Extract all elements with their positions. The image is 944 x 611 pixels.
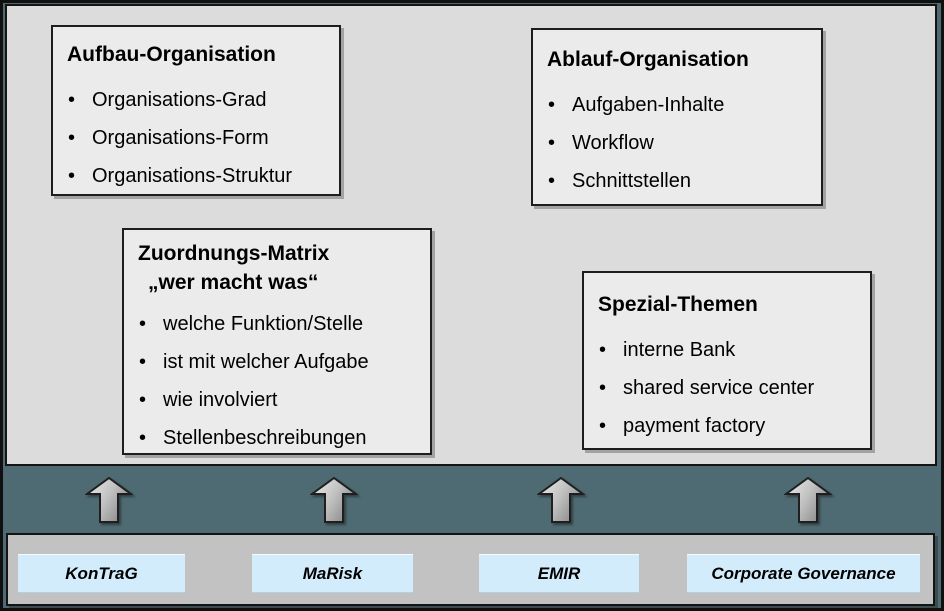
topic-item-list: • interne Bank • shared service center •… (596, 331, 858, 445)
up-arrow-icon (83, 476, 135, 523)
bullet-icon: • (68, 165, 76, 187)
list-item-label: ist mit welcher Aufgabe (163, 351, 369, 373)
topic-box-zuordnungs-matrix: Zuordnungs-Matrix „wer macht was“ • welc… (122, 228, 432, 455)
up-arrow-icon (782, 476, 834, 523)
list-item: • ist mit welcher Aufgabe (136, 343, 418, 381)
topic-title: Aufbau-Organisation (67, 43, 276, 66)
regulations-bar: KonTraG MaRisk EMIR Corporate Governance (6, 533, 935, 606)
list-item: • interne Bank (596, 331, 858, 369)
list-item-label: Workflow (572, 132, 654, 154)
list-item-label: Organisations-Grad (92, 89, 267, 111)
topic-item-list: • Aufgaben-Inhalte • Workflow • Schnitts… (545, 86, 809, 200)
bullet-icon: • (599, 339, 607, 361)
bullet-icon: • (599, 377, 607, 399)
bullet-icon: • (548, 170, 556, 192)
list-item: • Organisations-Grad (65, 81, 327, 119)
regulation-label-corporate-governance: Corporate Governance (687, 554, 920, 593)
list-item: • wie involviert (136, 381, 418, 419)
topic-subtitle: „wer macht was“ (148, 271, 319, 294)
list-item-label: wie involviert (163, 389, 278, 411)
list-item-label: Aufgaben-Inhalte (572, 94, 725, 116)
bullet-icon: • (68, 89, 76, 111)
list-item-label: shared service center (623, 377, 815, 399)
bullet-icon: • (139, 389, 147, 411)
list-item-label: welche Funktion/Stelle (163, 313, 364, 335)
list-item-label: interne Bank (623, 339, 736, 361)
up-arrow-icon (535, 476, 587, 523)
regulation-label-kontrag: KonTraG (18, 554, 185, 593)
bullet-icon: • (139, 427, 147, 449)
list-item: • shared service center (596, 369, 858, 407)
bullet-icon: • (548, 94, 556, 116)
list-item-label: Organisations-Form (92, 127, 269, 149)
list-item: • Schnittstellen (545, 162, 809, 200)
bullet-icon: • (68, 127, 76, 149)
topic-box-ablauf-organisation: Ablauf-Organisation • Aufgaben-Inhalte •… (531, 28, 823, 206)
topic-title: Spezial-Themen (598, 293, 758, 316)
topic-item-list: • Organisations-Grad • Organisations-For… (65, 81, 327, 195)
topic-box-spezial-themen: Spezial-Themen • interne Bank • shared s… (582, 271, 872, 450)
bullet-icon: • (599, 415, 607, 437)
up-arrow-icon (308, 476, 360, 523)
topics-panel: Aufbau-Organisation • Organisations-Grad… (5, 4, 937, 466)
topic-title: Ablauf-Organisation (547, 48, 749, 71)
bullet-icon: • (548, 132, 556, 154)
list-item: • Workflow (545, 124, 809, 162)
list-item: • Organisations-Form (65, 119, 327, 157)
list-item-label: Organisations-Struktur (92, 165, 293, 187)
list-item: • welche Funktion/Stelle (136, 305, 418, 343)
list-item: • Aufgaben-Inhalte (545, 86, 809, 124)
bullet-icon: • (139, 351, 147, 373)
list-item-label: Stellenbeschreibungen (163, 427, 367, 449)
list-item: • Stellenbeschreibungen (136, 419, 418, 457)
list-item-label: Schnittstellen (572, 170, 691, 192)
topic-box-aufbau-organisation: Aufbau-Organisation • Organisations-Grad… (51, 25, 341, 196)
topic-item-list: • welche Funktion/Stelle • ist mit welch… (136, 305, 418, 457)
list-item: • payment factory (596, 407, 858, 445)
bullet-icon: • (139, 313, 147, 335)
list-item-label: payment factory (623, 415, 766, 437)
topic-title: Zuordnungs-Matrix (138, 242, 330, 265)
list-item: • Organisations-Struktur (65, 157, 327, 195)
regulation-label-marisk: MaRisk (252, 554, 413, 593)
regulation-label-emir: EMIR (479, 554, 639, 593)
